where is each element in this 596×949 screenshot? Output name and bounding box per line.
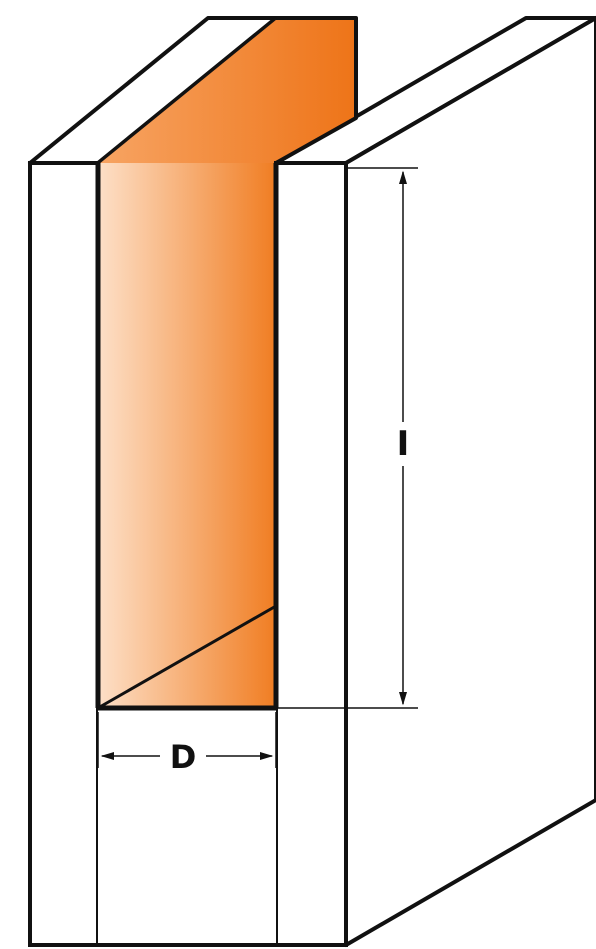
right-block-side-face	[344, 16, 596, 947]
diameter-label: D	[170, 738, 197, 776]
slot-back-wall	[98, 18, 356, 163]
slot-channel	[98, 163, 276, 708]
right-block-front-face	[274, 161, 348, 947]
depth-label: I	[397, 424, 410, 464]
left-block-front-face	[28, 161, 100, 947]
bottom-block-front-face	[98, 708, 276, 945]
slot-back-left-edge	[97, 16, 277, 165]
slot-floor-edge	[97, 604, 277, 710]
slot-back-top-edge	[275, 16, 358, 165]
